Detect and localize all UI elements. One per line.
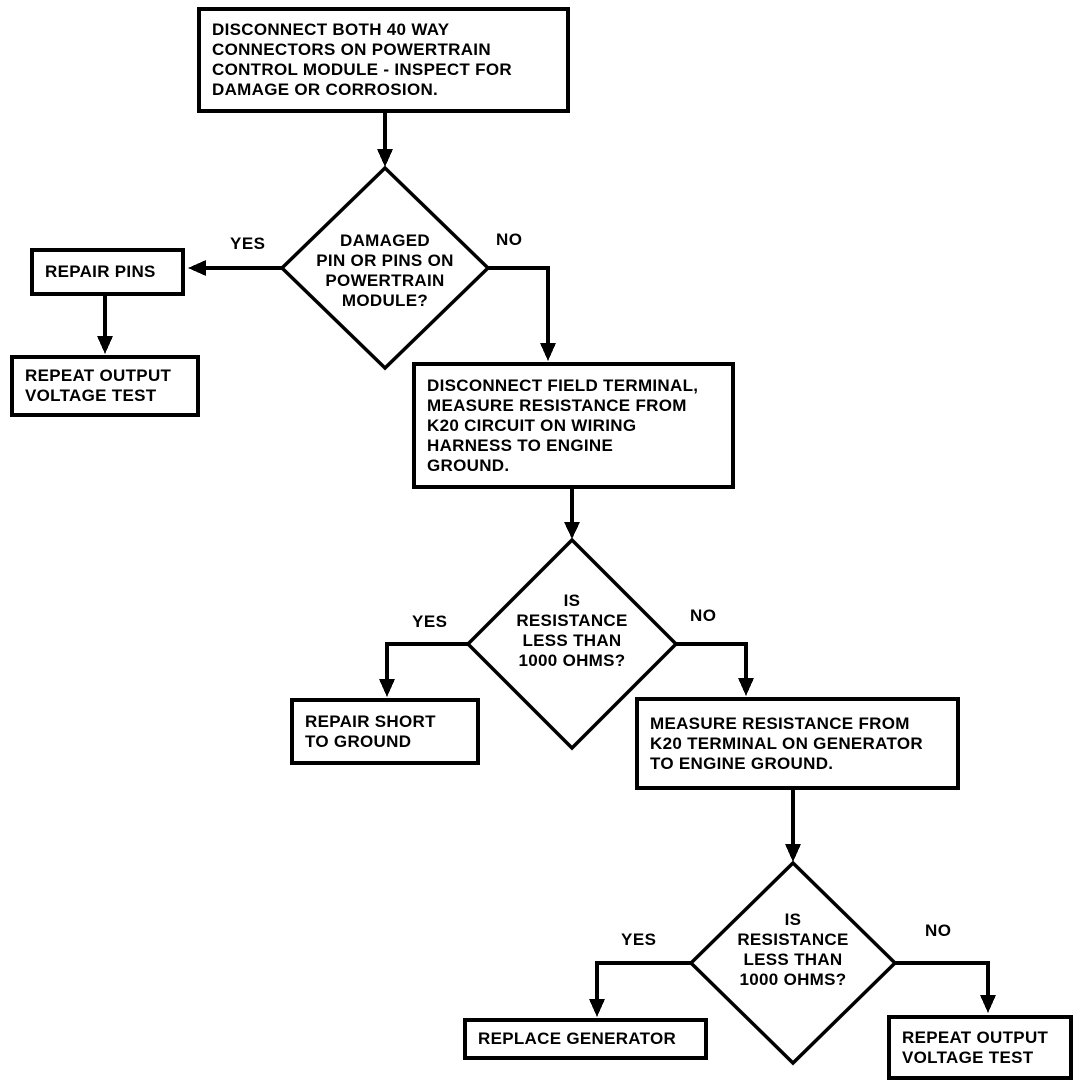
node-text-line: 1000 OHMS? — [739, 970, 847, 989]
node-text-line: VOLTAGE TEST — [25, 386, 157, 405]
node-text-line: CONTROL MODULE - INSPECT FOR — [212, 60, 512, 79]
connector-repair-pins-to-repeat-test — [97, 295, 113, 354]
node-text-line: DAMAGED — [340, 231, 430, 250]
node-text-line: REPEAT OUTPUT — [25, 366, 172, 385]
node-text-line: DAMAGE OR CORROSION. — [212, 80, 439, 99]
node-text-line: RESISTANCE — [516, 611, 628, 630]
node-text-line: REPAIR SHORT — [305, 711, 436, 731]
node-disconnect-pcm: DISCONNECT BOTH 40 WAY CONNECTORS ON POW… — [197, 7, 570, 113]
decision-diamond-damaged-pins — [279, 165, 491, 371]
node-text-line: CONNECTORS ON POWERTRAIN — [212, 40, 491, 59]
branch-label-yes-3: YES — [621, 930, 657, 949]
node-text-line: LESS THAN — [743, 950, 843, 969]
connector-pcm-to-damaged-pins — [377, 113, 393, 167]
node-text-line: PIN OR PINS ON — [316, 251, 454, 270]
connector-measure-generator-to-resistance-2 — [785, 790, 801, 862]
branch-label-yes-2: YES — [412, 612, 448, 631]
connector-resistance-1-yes-to-repair-short — [379, 642, 468, 697]
node-resistance-check-2-label: IS RESISTANCE LESS THAN 1000 OHMS? — [683, 910, 903, 990]
node-repair-pins: REPAIR PINS — [30, 248, 185, 296]
node-damaged-pins-label: DAMAGED PIN OR PINS ON POWERTRAIN MODULE… — [275, 231, 495, 311]
node-repeat-test-right: REPEAT OUTPUT VOLTAGE TEST — [887, 1015, 1073, 1080]
node-disconnect-field: DISCONNECT FIELD TERMINAL, MEASURE RESIS… — [412, 362, 735, 489]
connector-damaged-pins-no-to-disconnect-field — [488, 266, 556, 361]
node-text-line: K20 CIRCUIT ON WIRING — [427, 415, 637, 435]
connector-disconnect-field-to-resistance-1 — [564, 489, 580, 539]
node-text-line: DISCONNECT BOTH 40 WAY — [212, 20, 450, 39]
node-text-line: REPAIR PINS — [45, 262, 156, 281]
node-text-line: 1000 OHMS? — [518, 651, 626, 670]
node-text-line: MEASURE RESISTANCE FROM — [427, 395, 687, 415]
connector-resistance-2-no-to-repeat-test — [895, 961, 996, 1013]
node-text-line: IS — [784, 910, 802, 929]
node-text-line: LESS THAN — [522, 631, 622, 650]
decision-diamond-resistance-2 — [688, 860, 898, 1066]
connector-damaged-pins-yes-to-repair-pins — [188, 260, 284, 276]
node-measure-generator: MEASURE RESISTANCE FROM K20 TERMINAL ON … — [635, 697, 960, 790]
branch-label-yes-1: YES — [230, 234, 266, 253]
node-text-line: HARNESS TO ENGINE — [427, 435, 614, 455]
node-text-line: MODULE? — [341, 291, 429, 310]
branch-label-no-2: NO — [690, 606, 717, 625]
node-text-line: GROUND. — [427, 455, 510, 475]
decision-diamond-resistance-1 — [465, 537, 679, 751]
node-text-line: K20 TERMINAL ON GENERATOR — [650, 733, 923, 753]
node-repair-short: REPAIR SHORT TO GROUND — [290, 698, 480, 765]
node-resistance-check-1-label: IS RESISTANCE LESS THAN 1000 OHMS? — [462, 591, 682, 671]
node-text-line: RESISTANCE — [737, 930, 849, 949]
node-text-line: IS — [563, 591, 581, 610]
node-replace-generator: REPLACE GENERATOR — [463, 1018, 708, 1060]
node-text-line: REPEAT OUTPUT — [902, 1027, 1049, 1047]
node-repeat-test-left: REPEAT OUTPUT VOLTAGE TEST — [10, 355, 200, 417]
node-text-line: MEASURE RESISTANCE FROM — [650, 713, 910, 733]
node-text-line: VOLTAGE TEST — [902, 1047, 1034, 1067]
connector-resistance-2-yes-to-replace-generator — [589, 961, 691, 1017]
node-text-line: TO GROUND — [305, 731, 412, 751]
connector-resistance-1-no-to-measure-generator — [674, 642, 754, 696]
node-text-line: POWERTRAIN — [325, 271, 445, 290]
branch-label-no-1: NO — [496, 230, 523, 249]
branch-label-no-3: NO — [925, 921, 952, 940]
node-text-line: TO ENGINE GROUND. — [650, 753, 834, 773]
node-text-line: DISCONNECT FIELD TERMINAL, — [427, 375, 699, 395]
node-text-line: REPLACE GENERATOR — [478, 1029, 677, 1048]
